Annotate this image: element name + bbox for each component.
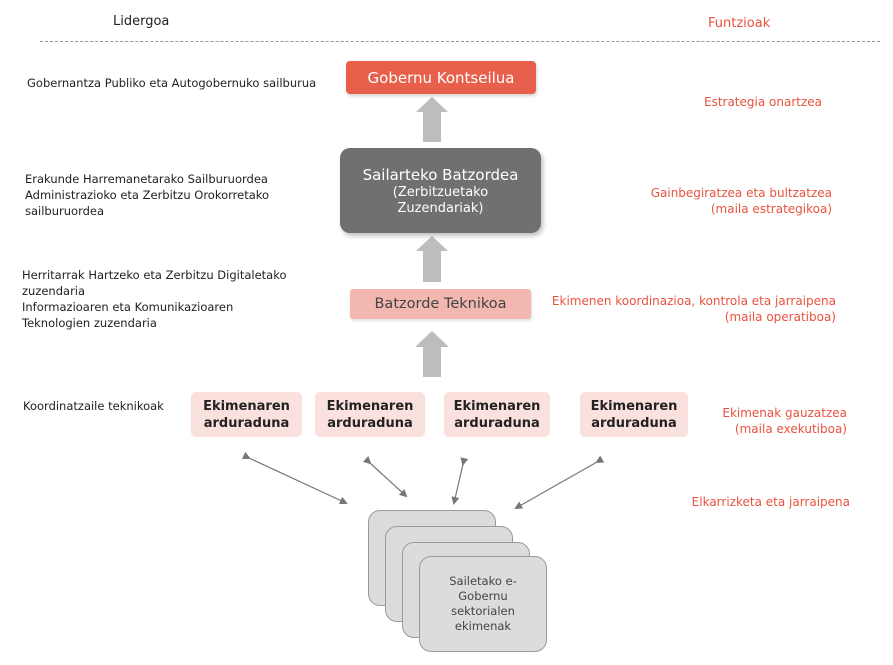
leader-level-1-line: Gobernantza Publiko eta Autogobernuko sa… (27, 76, 317, 90)
function-level-2-line: (maila estrategikoa) (710, 202, 832, 216)
leadership-header: Lidergoa (113, 14, 170, 29)
function-level-4-line: Ekimenak gauzatzea (722, 406, 847, 420)
technical-committee-label: Batzorde Teknikoa (374, 296, 507, 312)
leader-level-2-line: sailburuordea (25, 204, 105, 218)
card-line: Gobernu (458, 589, 508, 603)
leader-level-3-line: Informazioaren eta Komunikazioaren (22, 300, 234, 314)
function-level-3-line: Ekimenen koordinazioa, kontrola eta jarr… (551, 294, 836, 308)
sectoral-initiatives-card: Sailetako e- Gobernu sektorialen ekimena… (419, 556, 547, 652)
government-council-box: Gobernu Kontseilua (346, 61, 536, 94)
committee-subtitle: (Zerbitzuetako (392, 184, 489, 200)
responsible-line: Ekimenaren (326, 398, 414, 414)
up-arrow-icon (416, 97, 448, 142)
bidirectional-arrow-icon (514, 455, 605, 509)
responsible-line: arduraduna (454, 415, 540, 431)
function-level-3: Ekimenen koordinazioa, kontrola eta jarr… (552, 293, 836, 325)
responsible-line: arduraduna (203, 415, 290, 431)
bidirectional-arrow-icon (241, 451, 348, 505)
leader-level-3: Herritarrak Hartzeko eta Zerbitzu Digita… (22, 267, 287, 331)
function-level-2-line: Gainbegiratzea eta bultzatzea (650, 186, 832, 200)
function-dialogue: Elkarrizketa eta jarraipena (692, 494, 850, 510)
leader-level-4-line: Koordinatzaile teknikoak (23, 399, 164, 413)
committee-subtitle: Zuzendariak) (397, 200, 484, 216)
function-level-1: Estrategia onartzea (704, 94, 822, 110)
responsible-line: arduraduna (591, 415, 677, 431)
initiative-responsible-box: Ekimenaren arduraduna (444, 392, 550, 437)
initiative-responsible-box: Ekimenaren arduraduna (315, 392, 425, 437)
technical-committee-box: Batzorde Teknikoa (350, 289, 531, 319)
leader-level-3-line: Teknologien zuzendaria (22, 316, 157, 330)
function-level-2: Gainbegiratzea eta bultzatzea (maila est… (651, 185, 832, 217)
responsible-line: Ekimenaren (590, 398, 678, 414)
responsible-line: Ekimenaren (203, 398, 290, 414)
leader-level-2-line: Erakunde Harremanetarako Sailburuordea (25, 172, 268, 186)
leader-level-2: Erakunde Harremanetarako Sailburuordea A… (25, 171, 269, 219)
responsible-line: arduraduna (327, 415, 413, 431)
government-council-label: Gobernu Kontseilua (367, 68, 515, 87)
card-line: sektorialen (451, 604, 515, 618)
function-level-4-line: (maila exekutiboa) (734, 422, 847, 436)
function-level-1-line: Estrategia onartzea (703, 95, 822, 109)
bidirectional-arrow-icon (362, 455, 408, 498)
function-dialogue-line: Elkarrizketa eta jarraipena (691, 495, 850, 509)
initiative-responsible-box: Ekimenaren arduraduna (580, 392, 688, 437)
up-arrow-icon (415, 331, 449, 377)
leader-level-3-line: zuzendaria (22, 284, 86, 298)
bidirectional-arrow-icon (451, 457, 469, 505)
committee-title: Sailarteko Batzordea (362, 165, 519, 184)
card-line: ekimenak (454, 619, 512, 633)
up-arrow-icon (416, 236, 448, 282)
initiative-responsible-box: Ekimenaren arduraduna (191, 392, 302, 437)
leader-level-3-line: Herritarrak Hartzeko eta Zerbitzu Digita… (22, 268, 287, 282)
interdepartmental-committee-box: Sailarteko Batzordea (Zerbitzuetako Zuze… (340, 148, 541, 233)
leader-level-1: Gobernantza Publiko eta Autogobernuko sa… (27, 75, 316, 91)
function-level-3-line: (maila operatiboa) (724, 310, 836, 324)
leader-level-2-line: Administrazioko eta Zerbitzu Orokorretak… (25, 188, 270, 202)
functions-header: Funtzioak (708, 16, 771, 31)
function-level-4: Ekimenak gauzatzea (maila exekutiboa) (722, 405, 847, 437)
header-divider (40, 41, 880, 42)
leader-level-4: Koordinatzaile teknikoak (23, 398, 164, 414)
card-line: Sailetako e- (449, 574, 517, 588)
responsible-line: Ekimenaren (453, 398, 541, 414)
